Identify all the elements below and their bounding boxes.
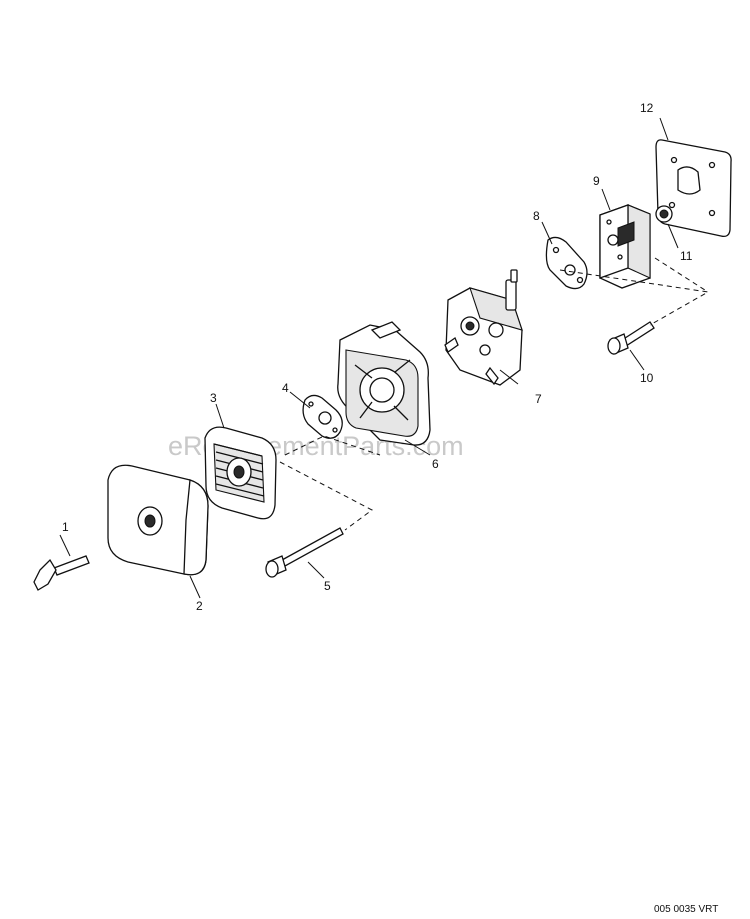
part-10-bolt[interactable] [607,321,655,355]
diagram-code: 005 0035 VRT [654,904,718,915]
callout-labels: 1 2 3 4 5 6 7 8 9 10 11 12 [62,101,693,613]
callout-1: 1 [62,520,69,534]
part-6-filter-base[interactable] [337,321,431,456]
callout-2: 2 [196,599,203,613]
part-9-insulator[interactable] [599,204,651,289]
part-11-nut[interactable] [655,205,673,223]
part-2-filter-cover[interactable] [107,464,209,599]
part-3-filter-element[interactable] [204,426,277,520]
callout-4: 4 [282,381,289,395]
part-1-knob[interactable] [33,534,90,591]
callout-9: 9 [593,174,600,188]
callout-11: 11 [680,249,693,263]
part-12-gasket[interactable] [655,139,732,238]
callout-5: 5 [324,579,331,593]
leader-lines [215,117,679,429]
part-4-plate[interactable] [302,394,343,439]
callout-7: 7 [535,392,542,406]
callout-10: 10 [640,371,654,385]
callout-3: 3 [210,391,217,405]
callout-6: 6 [432,457,439,471]
part-7-carburetor[interactable] [444,269,523,386]
callout-8: 8 [533,209,540,223]
part-8-gasket[interactable] [545,236,588,290]
callout-12: 12 [640,101,654,115]
part-5-bolt[interactable] [265,527,344,579]
assembly-lines [279,257,710,531]
